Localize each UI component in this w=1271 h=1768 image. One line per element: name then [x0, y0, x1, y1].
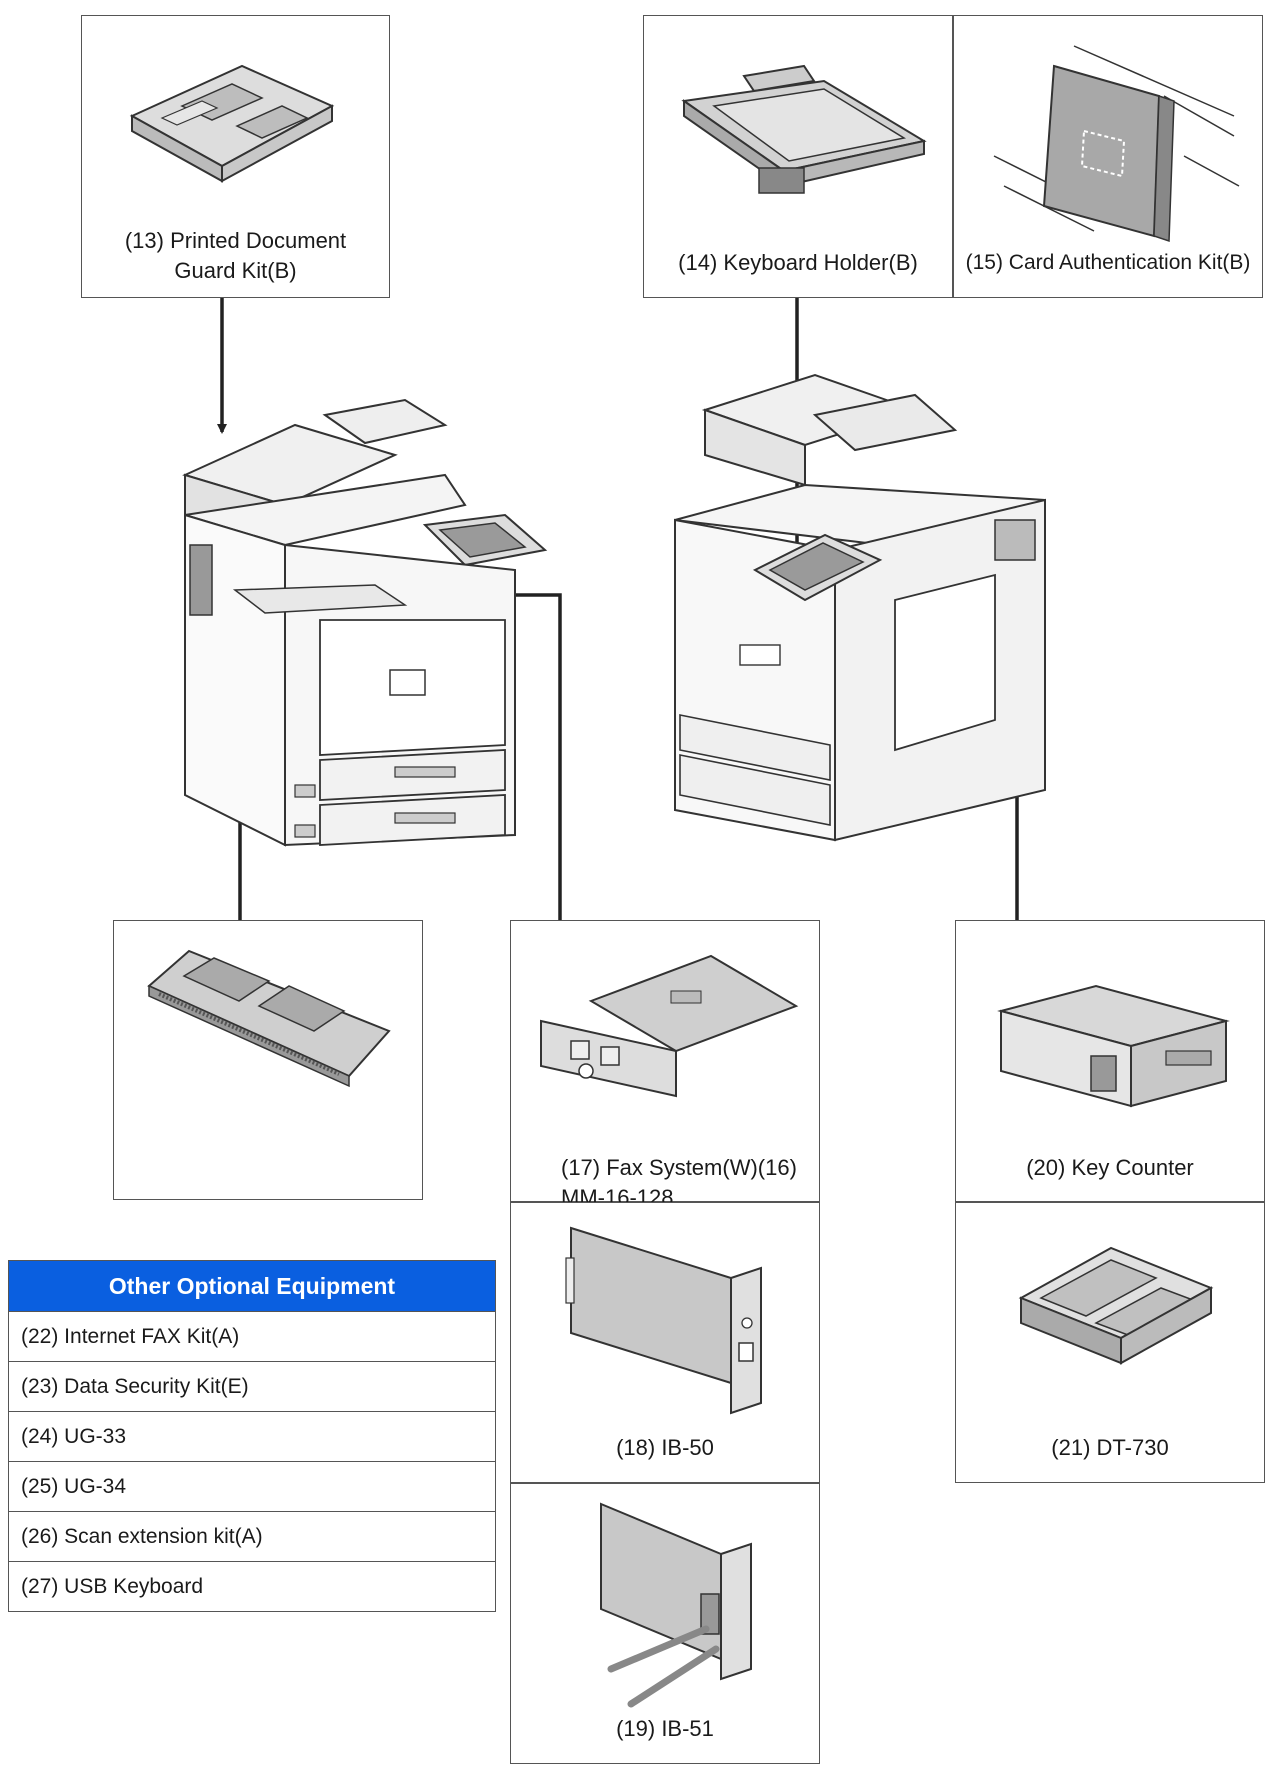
- memory-module-icon: [139, 946, 399, 1096]
- printer-icon-rear: [665, 370, 1065, 850]
- guard-kit-label-2: Guard Kit(B): [82, 256, 389, 286]
- table-header: Other Optional Equipment: [9, 1261, 495, 1312]
- fax-box: (17) Fax System(W)(16) MM-16-128: [510, 920, 820, 1202]
- dt730-label: (21) DT-730: [956, 1433, 1264, 1463]
- keyboard-holder-box: (14) Keyboard Holder(B): [643, 15, 953, 298]
- table-row: (23) Data Security Kit(E): [9, 1362, 495, 1412]
- keyboard-holder-label: (14) Keyboard Holder(B): [644, 248, 952, 278]
- card-reader-icon: [984, 36, 1244, 236]
- guard-kit-box: (13) Printed Document Guard Kit(B): [81, 15, 390, 298]
- table-row: (27) USB Keyboard: [9, 1562, 495, 1611]
- table-row: (26) Scan extension kit(A): [9, 1512, 495, 1562]
- memory-box: [113, 920, 423, 1200]
- card-auth-label: (15) Card Authentication Kit(B): [954, 248, 1262, 278]
- ib51-box: (19) IB-51: [510, 1483, 820, 1764]
- guard-kit-label-1: (13) Printed Document: [82, 226, 389, 256]
- key-counter-label: (20) Key Counter: [956, 1153, 1264, 1183]
- other-optional-equipment-table: Other Optional Equipment (22) Internet F…: [8, 1260, 496, 1612]
- key-counter-box: (20) Key Counter: [955, 920, 1265, 1202]
- ib51-label: (19) IB-51: [511, 1714, 819, 1744]
- keyboard-holder-icon: [664, 56, 934, 206]
- network-card-icon: [561, 1223, 771, 1423]
- table-row: (24) UG-33: [9, 1412, 495, 1462]
- wireless-card-icon: [571, 1499, 771, 1719]
- ib50-label: (18) IB-50: [511, 1433, 819, 1463]
- printer-icon: [175, 395, 570, 855]
- table-row: (25) UG-34: [9, 1462, 495, 1512]
- guard-kit-icon: [122, 56, 352, 196]
- dt730-box: (21) DT-730: [955, 1202, 1265, 1483]
- ib50-box: (18) IB-50: [510, 1202, 820, 1483]
- fax-card-icon: [531, 951, 801, 1111]
- table-row: (22) Internet FAX Kit(A): [9, 1312, 495, 1362]
- document-tray-icon: [1011, 1238, 1221, 1378]
- card-auth-box: (15) Card Authentication Kit(B): [953, 15, 1263, 298]
- key-counter-icon: [996, 981, 1231, 1121]
